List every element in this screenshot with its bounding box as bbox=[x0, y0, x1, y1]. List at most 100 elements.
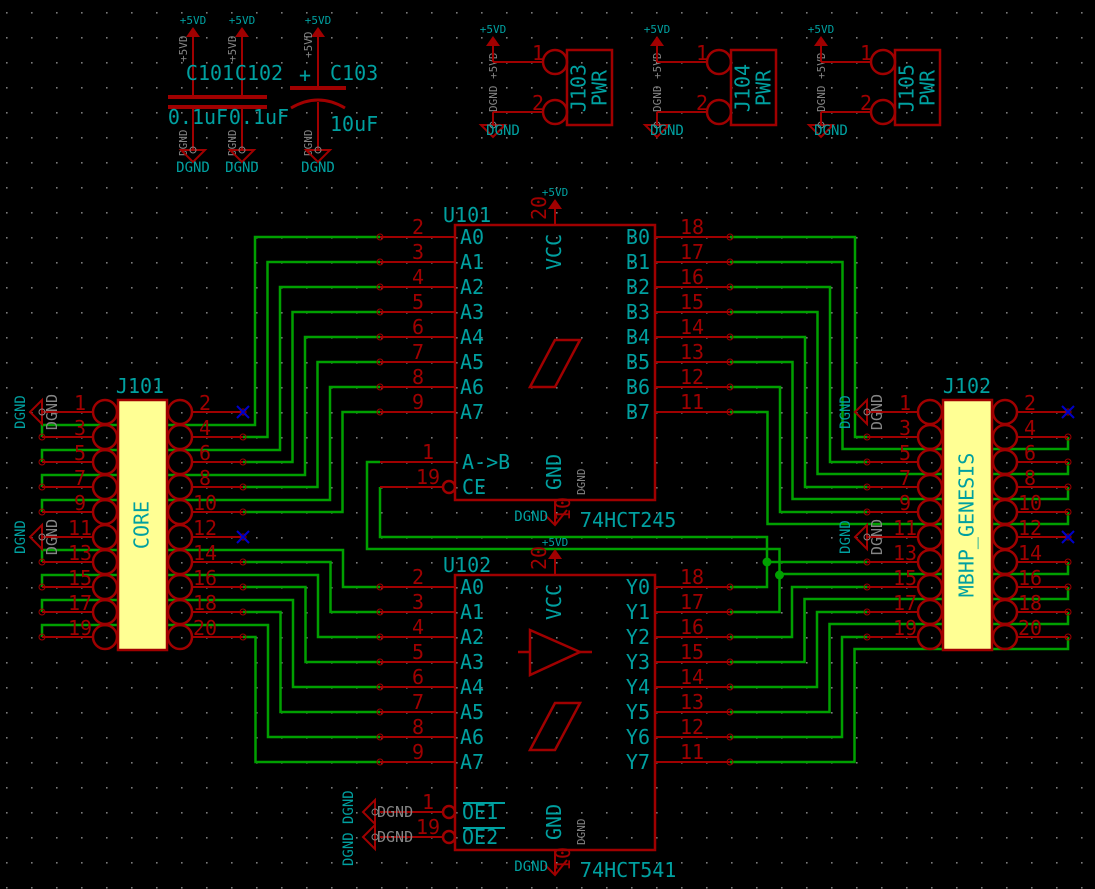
pin-number: 15 bbox=[893, 566, 917, 590]
component-value: 10uF bbox=[330, 112, 378, 136]
capacitor-curved-plate bbox=[290, 98, 346, 110]
component-ref: J104 bbox=[731, 64, 755, 112]
wire[interactable] bbox=[730, 587, 1070, 664]
ground-icon bbox=[178, 149, 208, 164]
pin-end-marker bbox=[1064, 458, 1072, 466]
pin-name: Y0 bbox=[626, 575, 650, 599]
wire[interactable] bbox=[40, 573, 380, 639]
component-value: PWR bbox=[916, 69, 940, 106]
wire[interactable] bbox=[243, 635, 380, 764]
pin-number: 17 bbox=[680, 590, 704, 614]
pin-end-marker bbox=[376, 758, 384, 766]
wire[interactable] bbox=[243, 260, 380, 439]
wire[interactable] bbox=[40, 598, 380, 689]
pin-name: A1 bbox=[460, 250, 484, 274]
pin-name: B6 bbox=[626, 375, 650, 399]
wire[interactable] bbox=[40, 335, 380, 487]
pin-number: 18 bbox=[680, 215, 704, 239]
pin-end-marker bbox=[38, 483, 46, 491]
pin-number: 14 bbox=[193, 541, 217, 565]
wire[interactable] bbox=[730, 610, 868, 689]
pin-number: 10 bbox=[551, 847, 575, 871]
pin-number: 20 bbox=[527, 196, 551, 220]
pin-number: 6 bbox=[412, 315, 424, 339]
component-ref: J101 bbox=[116, 374, 164, 398]
wire[interactable] bbox=[730, 285, 868, 464]
wire[interactable] bbox=[40, 385, 380, 512]
wire[interactable] bbox=[243, 310, 380, 464]
pin-end-marker bbox=[376, 283, 384, 291]
wire[interactable] bbox=[243, 410, 380, 514]
wire[interactable] bbox=[243, 585, 380, 664]
pin-number: 8 bbox=[199, 466, 211, 490]
wire[interactable] bbox=[365, 460, 781, 575]
pin-number: 11 bbox=[893, 516, 917, 540]
pin-end-marker bbox=[863, 408, 871, 416]
wire[interactable] bbox=[730, 335, 868, 489]
wire[interactable] bbox=[243, 560, 380, 614]
pin-end-marker bbox=[239, 633, 247, 641]
wire[interactable] bbox=[730, 560, 868, 589]
pin-end-marker bbox=[376, 358, 384, 366]
pin-number: 3 bbox=[899, 416, 911, 440]
ground-icon bbox=[361, 822, 376, 852]
no-connect-flag bbox=[236, 530, 250, 544]
pin-end-marker bbox=[726, 233, 734, 241]
wire[interactable] bbox=[40, 548, 380, 589]
pin-number: 1 bbox=[532, 41, 544, 65]
ground-label-dgnd: DGND bbox=[814, 123, 848, 139]
pin-number: 1 bbox=[860, 41, 872, 65]
wire[interactable] bbox=[730, 360, 1070, 501]
pin-name: Y7 bbox=[626, 750, 650, 774]
wire[interactable] bbox=[40, 285, 380, 462]
ground-label-dgnd: DGND bbox=[514, 509, 548, 525]
pin-end-marker bbox=[726, 608, 734, 616]
pin-number: 7 bbox=[412, 340, 424, 364]
wire[interactable] bbox=[243, 610, 380, 714]
component-value: 74HCT245 bbox=[580, 508, 676, 532]
component-ref: J105 bbox=[895, 64, 919, 112]
power-label-5vd: +5VD bbox=[480, 23, 507, 36]
component-ref: J103 bbox=[567, 64, 591, 112]
pin-name: A0 bbox=[460, 225, 484, 249]
pin-number: 5 bbox=[412, 640, 424, 664]
hidden-gnd-pin-name: DGND bbox=[575, 819, 588, 846]
pin-number: 1 bbox=[899, 391, 911, 415]
wire[interactable] bbox=[730, 410, 1070, 526]
wire[interactable] bbox=[730, 310, 1070, 476]
pin-name: Y1 bbox=[626, 600, 650, 624]
power-label-5vd: +5VD bbox=[542, 536, 569, 549]
pin-end-marker bbox=[726, 308, 734, 316]
pin-number: 7 bbox=[412, 690, 424, 714]
pin-number: 3 bbox=[412, 240, 424, 264]
pin-circle bbox=[991, 623, 1019, 651]
wire[interactable] bbox=[730, 385, 868, 514]
wire[interactable] bbox=[40, 235, 380, 437]
wire[interactable] bbox=[730, 612, 1070, 714]
pin-end-marker bbox=[239, 483, 247, 491]
pin-end-marker bbox=[239, 533, 247, 541]
pin-number: 17 bbox=[68, 591, 92, 615]
pin-name: A2 bbox=[460, 275, 484, 299]
pin-name: A7 bbox=[460, 750, 484, 774]
hidden-power-pin-name: +5VD bbox=[302, 32, 315, 59]
wire[interactable] bbox=[730, 635, 868, 739]
wire[interactable] bbox=[730, 637, 1070, 764]
pin-name: GND bbox=[542, 804, 566, 840]
wire[interactable] bbox=[730, 585, 868, 639]
wire[interactable] bbox=[730, 235, 868, 439]
wire[interactable] bbox=[730, 260, 1070, 451]
wire[interactable] bbox=[40, 623, 380, 739]
pin-name: Y4 bbox=[626, 675, 650, 699]
wire[interactable] bbox=[243, 360, 380, 489]
